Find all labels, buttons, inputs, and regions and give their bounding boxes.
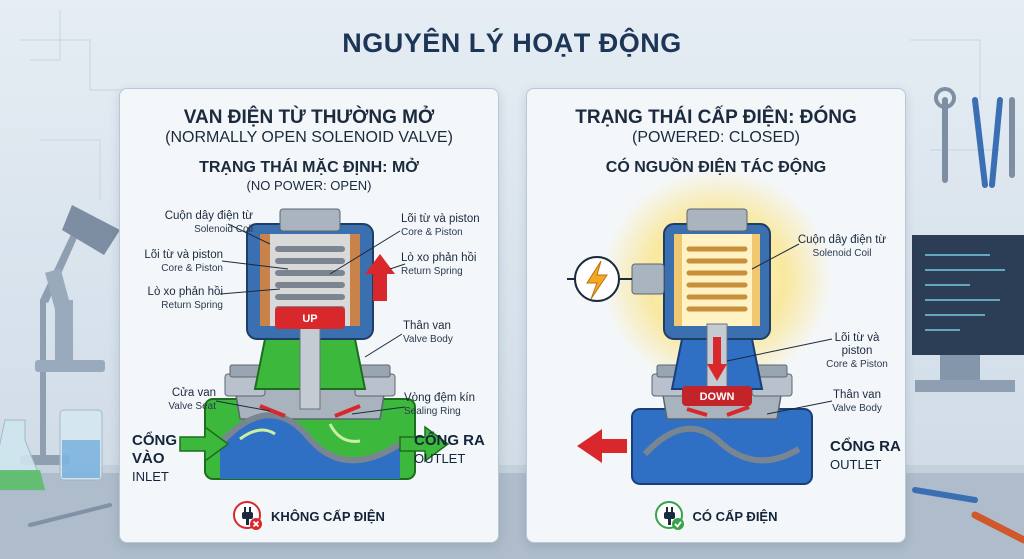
state-heading: CÓ NGUỒN ĐIỆN TÁC ĐỘNG	[605, 159, 827, 176]
valve-diagram-closed: DOWN	[567, 169, 833, 485]
outlet-arrow-icon	[399, 425, 450, 463]
normally-open-panel: VAN ĐIỆN TỪ THƯỜNG MỞ (NORMALLY OPEN SOL…	[119, 88, 499, 543]
powered-closed-panel: TRẠNG THÁI CẤP ĐIỆN: ĐÓNG (POWERED: CLOS…	[526, 88, 906, 543]
microscope-icon	[35, 268, 105, 372]
monitor-icon	[912, 235, 1024, 392]
power-plug-icon	[654, 501, 684, 530]
panel-title: TRẠNG THÁI CẤP ĐIỆN: ĐÓNG	[575, 107, 857, 128]
panel-title: VAN ĐIỆN TỪ THƯỜNG MỞ	[183, 107, 435, 128]
power-status-on: CÓ CẤP ĐIỆN	[527, 501, 905, 531]
piston-badge-down: DOWN	[700, 391, 735, 403]
panel-subtitle: (NORMALLY OPEN SOLENOID VALVE)	[165, 129, 453, 146]
piston-badge-up: UP	[302, 313, 317, 325]
down-arrow-icon	[707, 337, 727, 381]
valve-body	[631, 338, 813, 485]
left-arrow-icon	[577, 429, 627, 463]
up-arrow-icon	[365, 254, 395, 301]
panel-subtitle: (POWERED: CLOSED)	[631, 129, 800, 146]
valve-diagram-open: UP	[179, 208, 450, 480]
flask-icon	[0, 409, 103, 491]
inlet-arrow-icon	[179, 425, 230, 463]
screwdriver-icon	[28, 487, 1024, 544]
no-power-plug-icon	[233, 501, 263, 530]
state-heading: TRẠNG THÁI MẶC ĐỊNH: MỞ	[199, 159, 419, 176]
power-status-off: KHÔNG CẤP ĐIỆN	[120, 501, 498, 531]
tools-icon	[942, 97, 1015, 188]
power-status-on-text: CÓ CẤP ĐIỆN	[692, 508, 778, 524]
page-title: NGUYÊN LÝ HOẠT ĐỘNG	[342, 28, 682, 58]
power-status-off-text: KHÔNG CẤP ĐIỆN	[271, 508, 385, 524]
solenoid-coil-energized	[631, 208, 771, 340]
state-subheading: (NO POWER: OPEN)	[246, 178, 372, 193]
lightning-icon	[567, 256, 632, 302]
